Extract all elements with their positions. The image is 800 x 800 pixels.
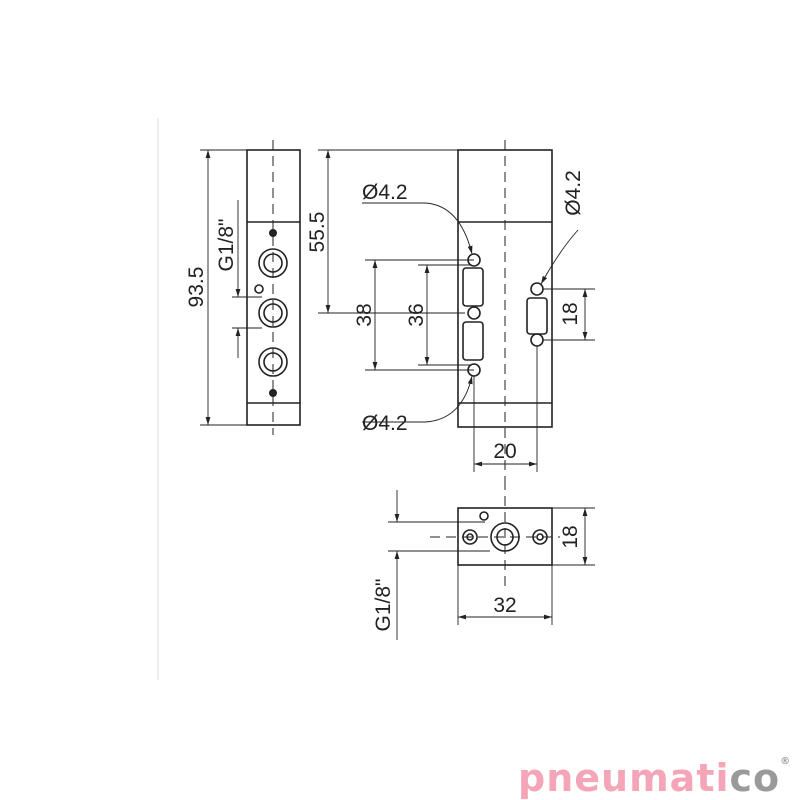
dim-55-5-label: 55.5 — [306, 212, 329, 253]
registered-mark: ® — [780, 756, 792, 767]
front-view — [457, 140, 553, 480]
port-circles — [254, 229, 288, 397]
dim-18-top-label: 18 — [559, 525, 582, 548]
dim-36-label: 36 — [405, 303, 428, 326]
top-thread-label: G1/8" — [372, 579, 395, 632]
dim-32-label: 32 — [493, 594, 516, 617]
dim-93-5-label: 93.5 — [185, 267, 208, 308]
dim-20-label: 20 — [493, 440, 516, 463]
logo-main-text: pneumati — [518, 756, 730, 800]
hole-right-label: Ø4.2 — [562, 170, 585, 216]
pneumatico-logo: pneumatico® — [518, 756, 791, 800]
top-view — [430, 480, 560, 590]
logo-suffix-text: co — [729, 756, 781, 800]
dim-38-label: 38 — [353, 303, 376, 326]
hole-bottom-label: Ø4.2 — [362, 412, 408, 435]
dim-18-front-label: 18 — [559, 302, 582, 325]
hole-top-label: Ø4.2 — [362, 181, 408, 204]
side-view: 93.5 G1/8" — [185, 140, 301, 435]
side-thread-label: G1/8" — [215, 219, 238, 272]
